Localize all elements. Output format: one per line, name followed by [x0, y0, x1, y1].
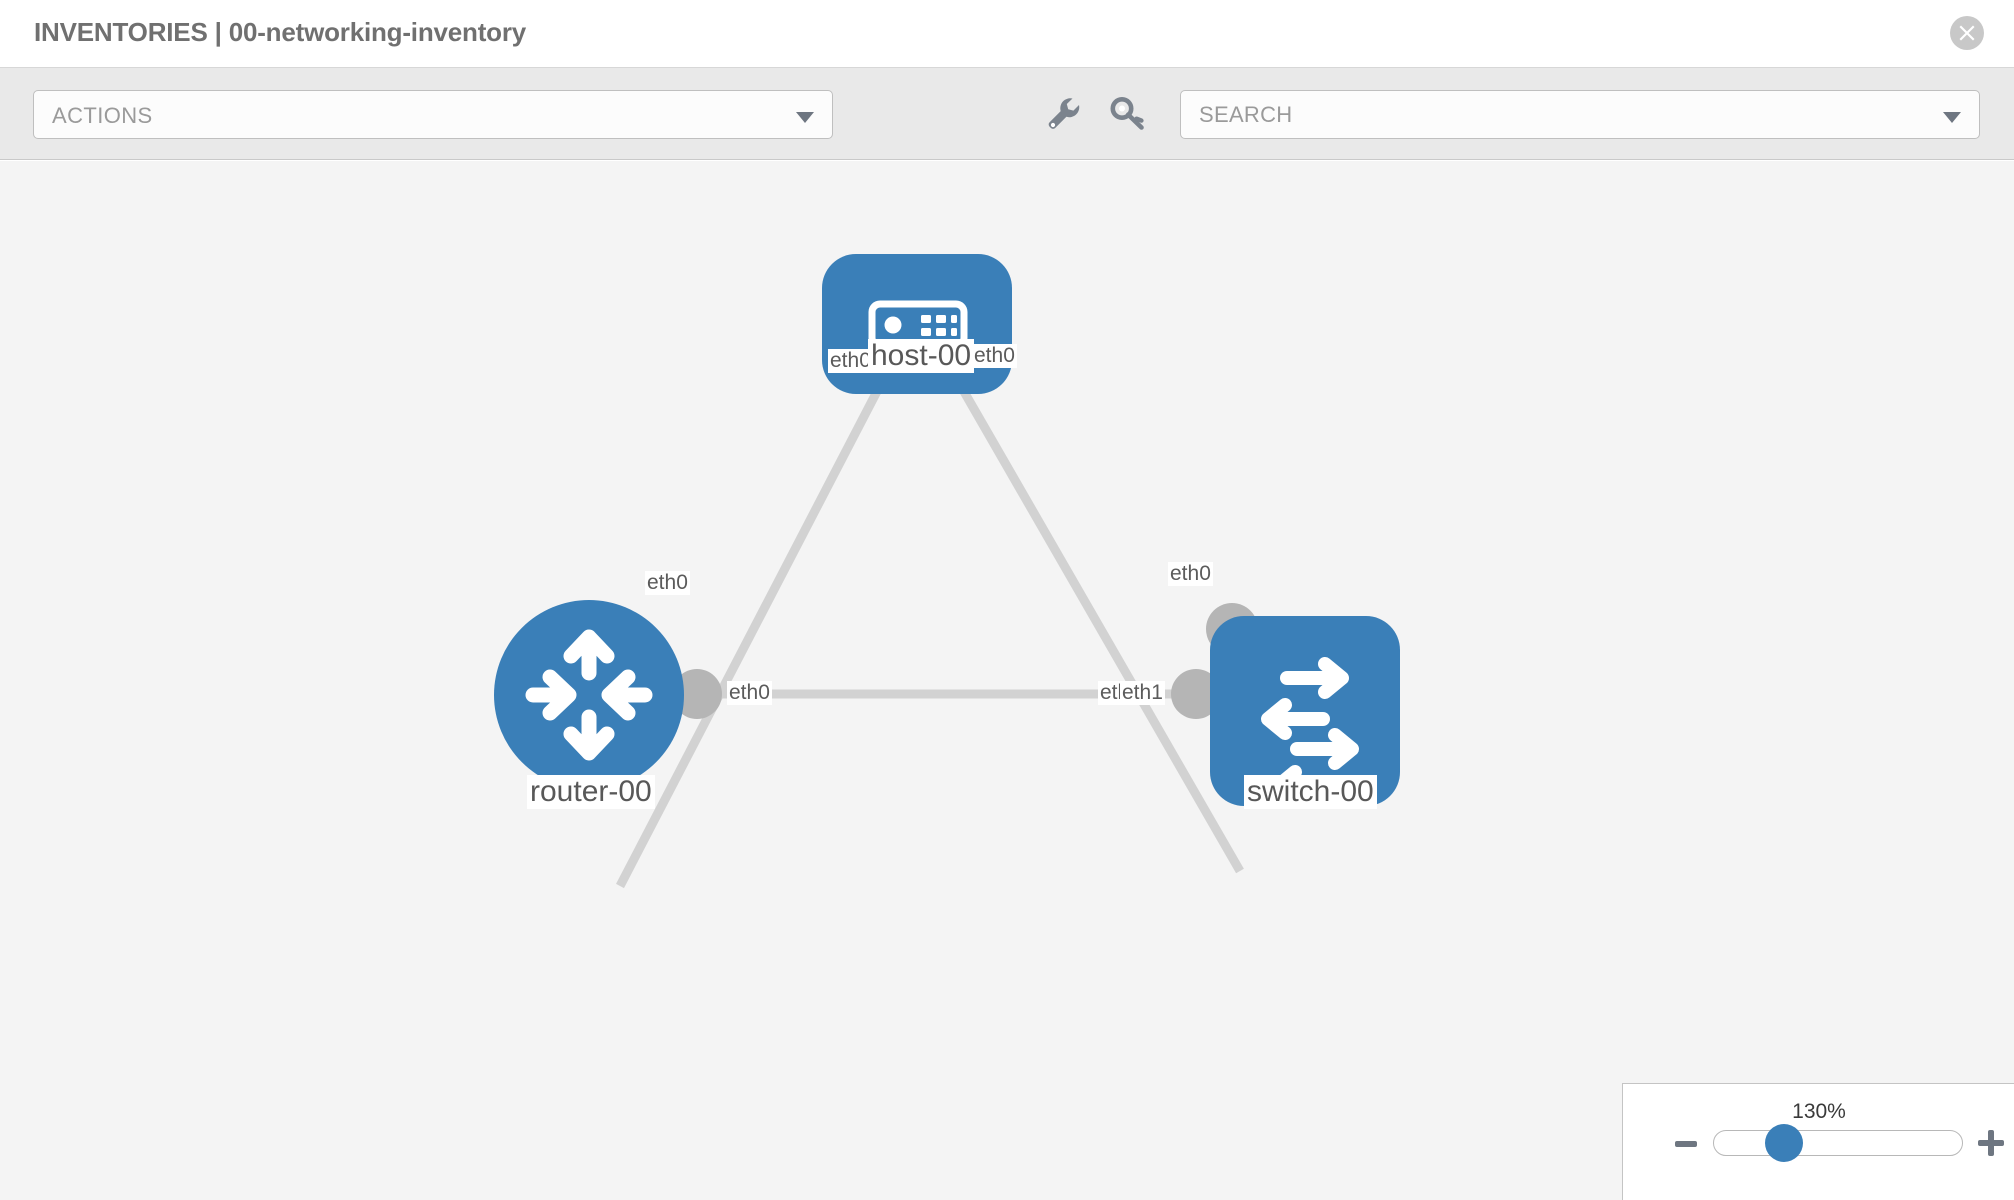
zoom-out-button[interactable] [1675, 1141, 1697, 1147]
zoom-level-value: 130% [1792, 1100, 1846, 1123]
node-host-00[interactable] [822, 254, 1012, 394]
zoom-slider-track[interactable] [1713, 1130, 1963, 1156]
toolbar: ACTIONS [0, 68, 2014, 160]
wrench-icon[interactable] [1040, 90, 1086, 136]
zoom-slider-thumb[interactable] [1765, 1124, 1803, 1162]
topology-edges [616, 373, 1244, 889]
zoom-in-button[interactable] [1978, 1130, 2004, 1156]
key-icon[interactable] [1105, 90, 1151, 136]
search-field[interactable] [1180, 90, 1980, 139]
topology-canvas[interactable]: eth0 eth0 eth0 eth0 eth0 eth eth1 host-0… [0, 161, 2014, 1200]
page-title: INVENTORIES | 00-networking-inventory [34, 17, 527, 47]
search-input[interactable] [1181, 91, 1979, 138]
chevron-down-icon [796, 112, 814, 123]
search-chevron-down-icon[interactable] [1943, 112, 1961, 123]
node-router-00[interactable] [494, 600, 684, 790]
window-header: INVENTORIES | 00-networking-inventory [0, 0, 2014, 68]
close-icon[interactable] [1950, 16, 1984, 50]
node-switch-00[interactable] [1210, 616, 1400, 806]
node-router-00 [494, 600, 684, 790]
zoom-control-panel: 130% [1622, 1083, 2014, 1200]
actions-dropdown[interactable]: ACTIONS [33, 90, 833, 139]
actions-dropdown-label: ACTIONS [52, 103, 153, 128]
